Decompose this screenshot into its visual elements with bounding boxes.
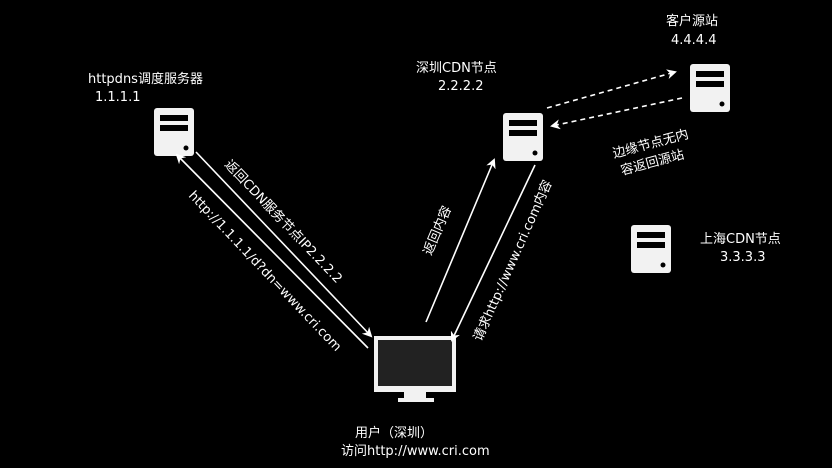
sz-cdn-name: 深圳CDN节点 xyxy=(416,61,497,76)
origin-name: 客户源站 xyxy=(666,13,718,29)
origin-response-arrow xyxy=(550,97,683,130)
dns-server-icon xyxy=(154,108,194,156)
sh-cdn-ip: 3.3.3.3 xyxy=(720,250,765,265)
back-to-origin-arrow xyxy=(546,69,677,109)
return-ip-label: 返回CDN服务节点IP2.2.2.2 xyxy=(221,157,345,287)
dns-server-name: httpdns调度服务器 xyxy=(88,71,203,87)
user-monitor-icon xyxy=(374,336,456,402)
request-content-arrow xyxy=(450,164,536,342)
user-name: 用户（深圳） xyxy=(355,425,433,441)
return-ip-arrow xyxy=(195,151,373,338)
user-action: 访问http://www.cri.com xyxy=(341,444,490,459)
origin-server-icon xyxy=(690,64,730,112)
dns-server-ip: 1.1.1.1 xyxy=(95,90,140,105)
sh-cdn-server-icon xyxy=(631,225,671,273)
return-content-label: 返回内容 xyxy=(420,203,455,257)
return-content-arrow xyxy=(425,158,496,323)
sz-cdn-server-icon xyxy=(503,113,543,161)
sh-cdn-name: 上海CDN节点 xyxy=(700,232,781,247)
request-content-label: 请求http://www.cri.com内容 xyxy=(470,178,556,344)
origin-ip: 4.4.4.4 xyxy=(671,33,716,48)
sz-cdn-ip: 2.2.2.2 xyxy=(438,79,483,94)
dns-request-arrow xyxy=(175,153,369,349)
